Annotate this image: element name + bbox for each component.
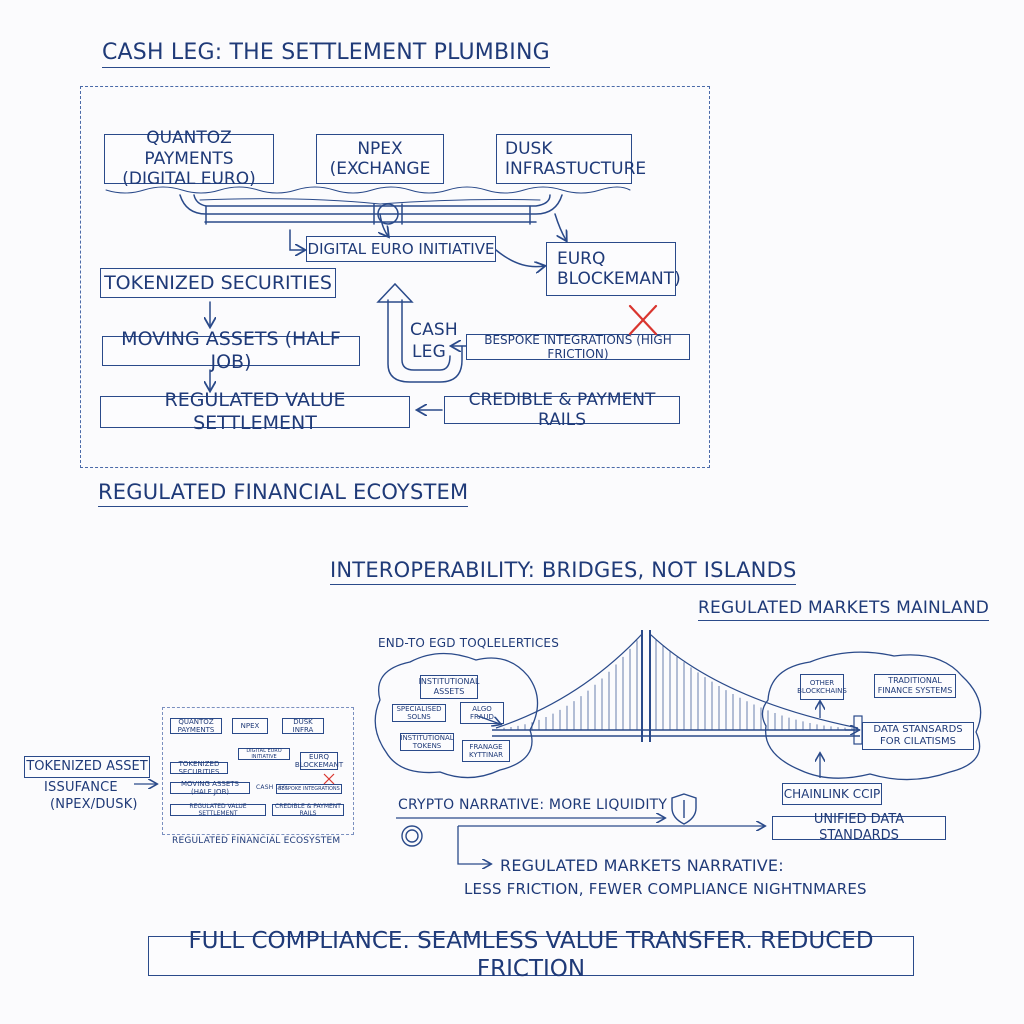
island-item-5-label: FRANAGE KYTTINAR xyxy=(469,742,503,759)
shield-icon xyxy=(671,793,697,825)
mini-box-digital-euro-label: DIGITAL EURO INITIATIVE xyxy=(246,748,282,760)
mini-box-regulated-label: REGULATED VALUE SETTLEMENT xyxy=(189,802,247,817)
mini-frame xyxy=(162,707,354,835)
quantoz-box: QUANTOZ PAYMENTS (DIGITAL EURO) xyxy=(104,128,274,189)
island-item-1: INSTITUTIONAL ASSETS xyxy=(418,675,480,699)
unified-data-box: UNIFIED DATA STANDARDS xyxy=(772,812,946,843)
mini-box-npex: NPEX xyxy=(232,718,268,734)
moving-label: MOVING ASSETS (HALF JOB) xyxy=(121,328,341,373)
mini-box-tokenized-label: TOKENIZED SECURITIES xyxy=(178,759,220,776)
mini-box-regulated: REGULATED VALUE SETTLEMENT xyxy=(170,802,266,817)
tokenized-asset-box: TOKENIZED ASSET xyxy=(24,756,150,778)
tokenized-asset-label: TOKENIZED ASSET xyxy=(26,759,148,775)
island-left xyxy=(374,652,539,779)
quantoz-line2: (DIGITAL EURO) xyxy=(122,169,256,190)
eurq-line2: BLOCKEMANT) xyxy=(557,269,681,289)
mainland-item-2-label: TRADITIONAL FINANCE SYSTEMS xyxy=(877,676,953,695)
ecosystem-caption: REGULATED FINANCIAL ECOYSTEM xyxy=(98,480,469,507)
mini-box-moving-label: MOVING ASSETS (HALF JOB) xyxy=(181,779,239,796)
npex-box: NPEX (EXCHANGE xyxy=(316,134,444,184)
mainland-title: REGULATED MARKETS MAINLAND xyxy=(698,598,990,621)
mini-box-npex-label: NPEX xyxy=(240,721,260,730)
cross-mark-icon xyxy=(628,304,658,336)
chainlink-label: CHAINLINK CCIP xyxy=(783,786,881,801)
issuance-line1: ISSUFANCE xyxy=(44,780,118,795)
regulated-value-label: REGULATED VALUE SETTLEMENT xyxy=(164,389,346,434)
mini-box-bespoke-label: BESPOKE INTEGRATIONS xyxy=(278,786,340,792)
dusk-line2: INFRASTUCTURE xyxy=(505,159,647,179)
settlement-frame xyxy=(80,86,710,468)
mini-box-dusk: DUSK INFRA xyxy=(282,718,324,734)
quantoz-line1: QUANTOZ PAYMENTS xyxy=(144,128,234,169)
pipe-icon xyxy=(179,194,563,225)
island-item-2-label: SPECIALISED SOLNS xyxy=(396,704,442,721)
tokenized-securities-box: TOKENIZED SECURITIES xyxy=(100,268,336,298)
mini-box-digital-euro: DIGITAL EURO INITIATIVE xyxy=(238,748,290,760)
mini-box-moving: MOVING ASSETS (HALF JOB) xyxy=(170,779,250,796)
mainland-item-other-blockchains: OTHER BLOCKCHAINS xyxy=(797,674,847,700)
npex-line1: NPEX xyxy=(357,138,403,159)
dusk-box: DUSK INFRASTUCTURE xyxy=(496,134,646,184)
moving-assets-box: MOVING ASSETS (HALF JOB) xyxy=(102,328,360,373)
compliance-banner-text: FULL COMPLIANCE. SEAMLESS VALUE TRANSFER… xyxy=(188,928,874,982)
npex-line2: (EXCHANGE xyxy=(329,159,431,179)
credible-label: CREDIBLE & PAYMENT RAILS xyxy=(468,389,656,430)
regulated-narrative: REGULATED MARKETS NARRATIVE: xyxy=(500,856,784,875)
crypto-narrative: CRYPTO NARRATIVE: MORE LIQUIDITY xyxy=(398,797,668,813)
bridge-icon xyxy=(492,630,863,745)
island-mainland xyxy=(761,651,982,781)
mini-box-eurq: EURQ BLOCKEMANT xyxy=(295,752,343,770)
mainland-item-data-standards: DATA STANSARDS FOR CILATISMS xyxy=(862,722,974,750)
mini-box-credible-label: CREDIBLE & PAYMENT RAILS xyxy=(275,802,341,817)
eurq-box: EURQ BLOCKEMANT) xyxy=(546,242,681,296)
island-item-1-label: INSTITUTIONAL ASSETS xyxy=(418,677,480,696)
mini-box-quantoz-label: QUANTOZ PAYMENTS xyxy=(177,717,215,734)
mini-box-quantoz: QUANTOZ PAYMENTS xyxy=(170,718,222,734)
mini-box-eurq-label: EURQ BLOCKEMANT xyxy=(294,752,344,769)
eurq-line1: EURQ xyxy=(557,248,606,269)
issuance-line2: (NPEX/DUSK) xyxy=(50,797,138,812)
cash-leg-label-1: CASH xyxy=(410,320,458,340)
island-item-4: INSTITUTIONAL TOKENS xyxy=(400,733,454,751)
cash-leg-label-2: LEG xyxy=(412,342,446,362)
mainland-item-1-label: OTHER BLOCKCHAINS xyxy=(797,678,847,695)
regulated-value-box: REGULATED VALUE SETTLEMENT xyxy=(100,389,410,434)
mini-cash-leg: CASH LEG xyxy=(256,784,288,791)
bespoke-label: BESPOKE INTEGRATIONS (HIGH FRICTION) xyxy=(484,332,672,361)
bespoke-box: BESPOKE INTEGRATIONS (HIGH FRICTION) xyxy=(466,332,690,361)
island-item-5: FRANAGE KYTTINAR xyxy=(462,740,510,762)
mini-caption: REGULATED FINANCIAL ECOSYSTEM xyxy=(172,836,341,846)
unified-label: UNIFIED DATA STANDARDS xyxy=(813,812,905,843)
mini-box-tokenized: TOKENIZED SECURITIES xyxy=(170,759,228,776)
tokenized-label: TOKENIZED SECURITIES xyxy=(104,271,332,294)
digital-euro-label: DIGITAL EURO INITIATIVE xyxy=(307,240,495,258)
mini-box-credible: CREDIBLE & PAYMENT RAILS xyxy=(272,802,344,817)
mini-box-dusk-label: DUSK INFRA xyxy=(292,717,314,734)
mainland-item-3-label: DATA STANSARDS FOR CILATISMS xyxy=(873,724,963,747)
island-item-4-label: INSTITUTIONAL TOKENS xyxy=(400,733,454,750)
mainland-item-trad-finance: TRADITIONAL FINANCE SYSTEMS xyxy=(874,674,956,698)
compliance-banner: FULL COMPLIANCE. SEAMLESS VALUE TRANSFER… xyxy=(148,928,914,982)
digital-euro-box: DIGITAL EURO INITIATIVE xyxy=(306,236,496,262)
credible-box: CREDIBLE & PAYMENT RAILS xyxy=(444,390,680,430)
mini-cross-mark-icon xyxy=(323,773,335,785)
island-item-2: SPECIALISED SOLNS xyxy=(392,704,446,722)
coin-icon xyxy=(401,825,423,847)
end-to-end-label: END-TO EGD TOQLELERTICES xyxy=(378,636,560,650)
interoperability-title: INTEROPERABILITY: BRIDGES, NOT ISLANDS xyxy=(330,558,797,585)
cash-leg-title: CASH LEG: THE SETTLEMENT PLUMBING xyxy=(102,40,550,68)
mini-box-bespoke: BESPOKE INTEGRATIONS xyxy=(276,784,342,794)
less-friction-text: LESS FRICTION, FEWER COMPLIANCE NIGHTNMA… xyxy=(464,880,867,898)
chainlink-ccip-box: CHAINLINK CCIP xyxy=(782,783,882,805)
dusk-line1: DUSK xyxy=(505,138,553,159)
